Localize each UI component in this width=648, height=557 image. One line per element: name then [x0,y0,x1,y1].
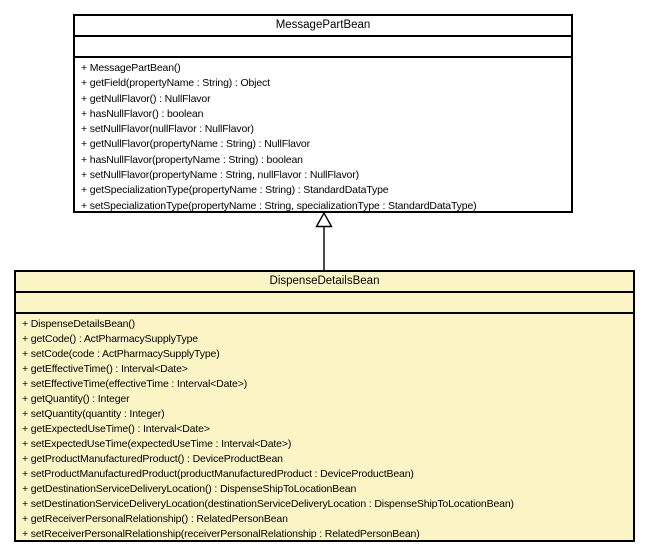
method-signature: + getProductManufacturedProduct() : Devi… [22,453,283,465]
method-signature: + DispenseDetailsBean() [22,318,135,330]
method-signature: + setQuantity(quantity : Integer) [22,408,165,420]
method-signature: + hasNullFlavor() : boolean [81,107,204,120]
method-signature: + getReceiverPersonalRelationship() : Re… [22,513,288,525]
method-signature: + getSpecializationType(propertyName : S… [81,184,389,197]
methods-compartment: + DispenseDetailsBean() + getCode() : Act… [16,314,633,540]
method-signature: + getField(propertyName : String) : Obje… [81,77,270,90]
method-signature: + getNullFlavor() : NullFlavor [81,92,211,105]
class-box-dispensedetailsbean: DispenseDetailsBean + DispenseDetailsBea… [14,270,635,542]
method-signature: + getDestinationServiceDeliveryLocation(… [22,483,357,495]
method-signature: + setExpectedUseTime(expectedUseTime : I… [22,438,292,450]
method-signature: + setSpecializationType(propertyName : S… [81,199,477,211]
method-signature: + getNullFlavor(propertyName : String) :… [81,138,310,151]
method-signature: + setDestinationServiceDeliveryLocation(… [22,498,514,510]
method-signature: + getCode() : ActPharmacySupplyType [22,333,198,345]
method-signature: + getQuantity() : Integer [22,393,130,405]
attributes-compartment [16,293,633,314]
class-name: DispenseDetailsBean [16,272,633,293]
method-signature: + getExpectedUseTime() : Interval<Date> [22,423,210,435]
attributes-compartment [75,37,571,58]
method-signature: + setEffectiveTime(effectiveTime : Inter… [22,378,248,390]
method-signature: + getEffectiveTime() : Interval<Date> [22,363,188,375]
method-signature: + setNullFlavor(nullFlavor : NullFlavor) [81,123,254,136]
method-signature: + setProductManufacturedProduct(productM… [22,468,414,480]
method-signature: + MessagePartBean() [81,62,181,74]
class-box-messagepartbean: MessagePartBean + MessagePartBean() + get… [73,14,573,213]
class-name: MessagePartBean [75,16,571,37]
method-signature: + setReceiverPersonalRelationship(receiv… [22,528,420,540]
method-signature: + setNullFlavor(propertyName : String, n… [81,169,359,182]
method-signature: + setCode(code : ActPharmacySupplyType) [22,348,220,360]
generalization-arrow-icon [315,212,333,271]
methods-compartment: + MessagePartBean() + getField(propertyNa… [75,58,571,211]
method-signature: + hasNullFlavor(propertyName : String) :… [81,153,303,166]
